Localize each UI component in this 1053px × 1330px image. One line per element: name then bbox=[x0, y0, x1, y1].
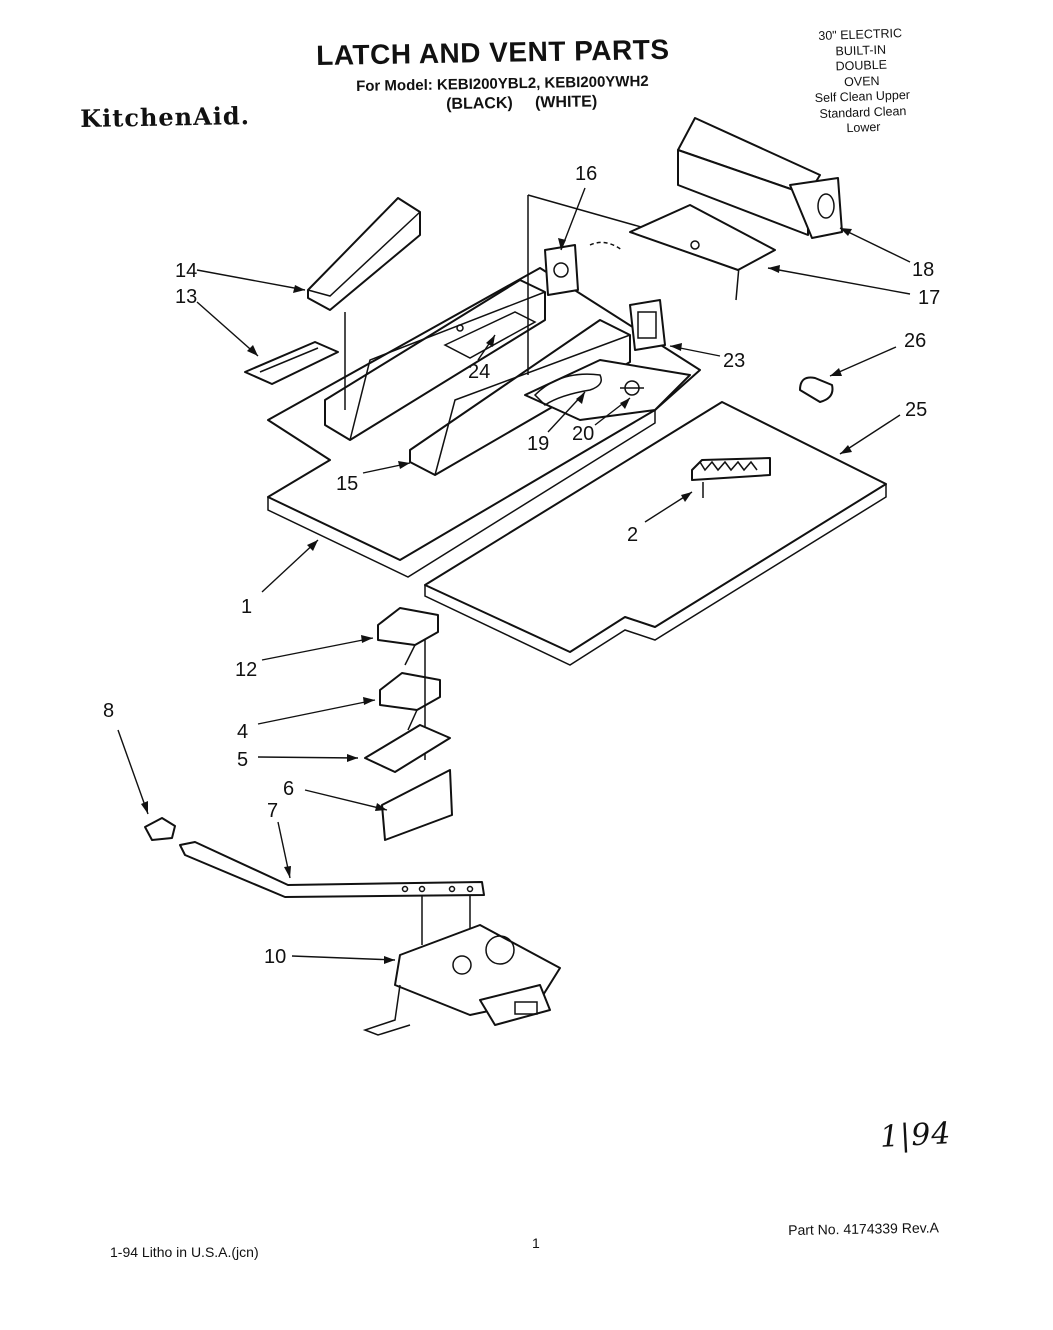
litho-note: 1-94 Litho in U.S.A.(jcn) bbox=[110, 1244, 259, 1260]
part-16-bracket bbox=[544, 241, 623, 296]
part-5-insulator bbox=[364, 724, 451, 773]
callout-25: 25 bbox=[905, 399, 927, 421]
part-19-tube bbox=[524, 359, 691, 421]
callout-8: 8 bbox=[103, 700, 114, 722]
part-20-thermostat bbox=[620, 380, 644, 396]
callout-18: 18 bbox=[912, 259, 934, 281]
callout-26: 26 bbox=[904, 330, 926, 352]
callout-16: 16 bbox=[575, 163, 597, 185]
callout-12: 12 bbox=[235, 659, 257, 681]
callout-10: 10 bbox=[264, 946, 286, 968]
callout-14: 14 bbox=[175, 260, 197, 282]
callout-numbers: 16 14 13 18 17 26 23 24 25 19 20 15 2 1 … bbox=[103, 163, 940, 968]
part-18-vent-motor bbox=[677, 117, 843, 239]
part-4-switch bbox=[379, 672, 441, 731]
part-14-channel bbox=[307, 197, 421, 311]
callout-4: 4 bbox=[237, 721, 248, 743]
callout-6: 6 bbox=[283, 778, 294, 800]
callout-20: 20 bbox=[572, 423, 594, 445]
page-number: 1 bbox=[532, 1235, 540, 1251]
callout-1: 1 bbox=[241, 596, 252, 618]
part-24-bracket bbox=[443, 311, 537, 359]
part-number: Part No. 4174339 Rev.A bbox=[788, 1219, 939, 1238]
part-10-latch-assembly bbox=[362, 924, 561, 1036]
part-26-clip bbox=[799, 376, 834, 403]
callout-24: 24 bbox=[468, 361, 490, 383]
callout-15: 15 bbox=[336, 473, 358, 495]
callout-5: 5 bbox=[237, 749, 248, 771]
callout-17: 17 bbox=[918, 287, 940, 309]
callout-19: 19 bbox=[527, 433, 549, 455]
callout-23: 23 bbox=[723, 350, 745, 372]
part-23-block bbox=[629, 299, 666, 351]
part-6-shield bbox=[381, 769, 453, 841]
callout-7: 7 bbox=[267, 800, 278, 822]
handwritten-date: 1|94 bbox=[879, 1116, 953, 1155]
callout-2: 2 bbox=[627, 524, 638, 546]
part-15-vent-ducts bbox=[324, 279, 631, 476]
part-2-terminal-block bbox=[691, 457, 771, 498]
leader-lines bbox=[117, 187, 911, 964]
part-7-latch-arm bbox=[179, 841, 485, 898]
part-13-clip bbox=[244, 341, 339, 385]
part-12-switch bbox=[377, 607, 439, 666]
callout-13: 13 bbox=[175, 286, 197, 308]
part-17-mounting-plate bbox=[629, 204, 776, 271]
part-8-cap bbox=[144, 817, 176, 841]
